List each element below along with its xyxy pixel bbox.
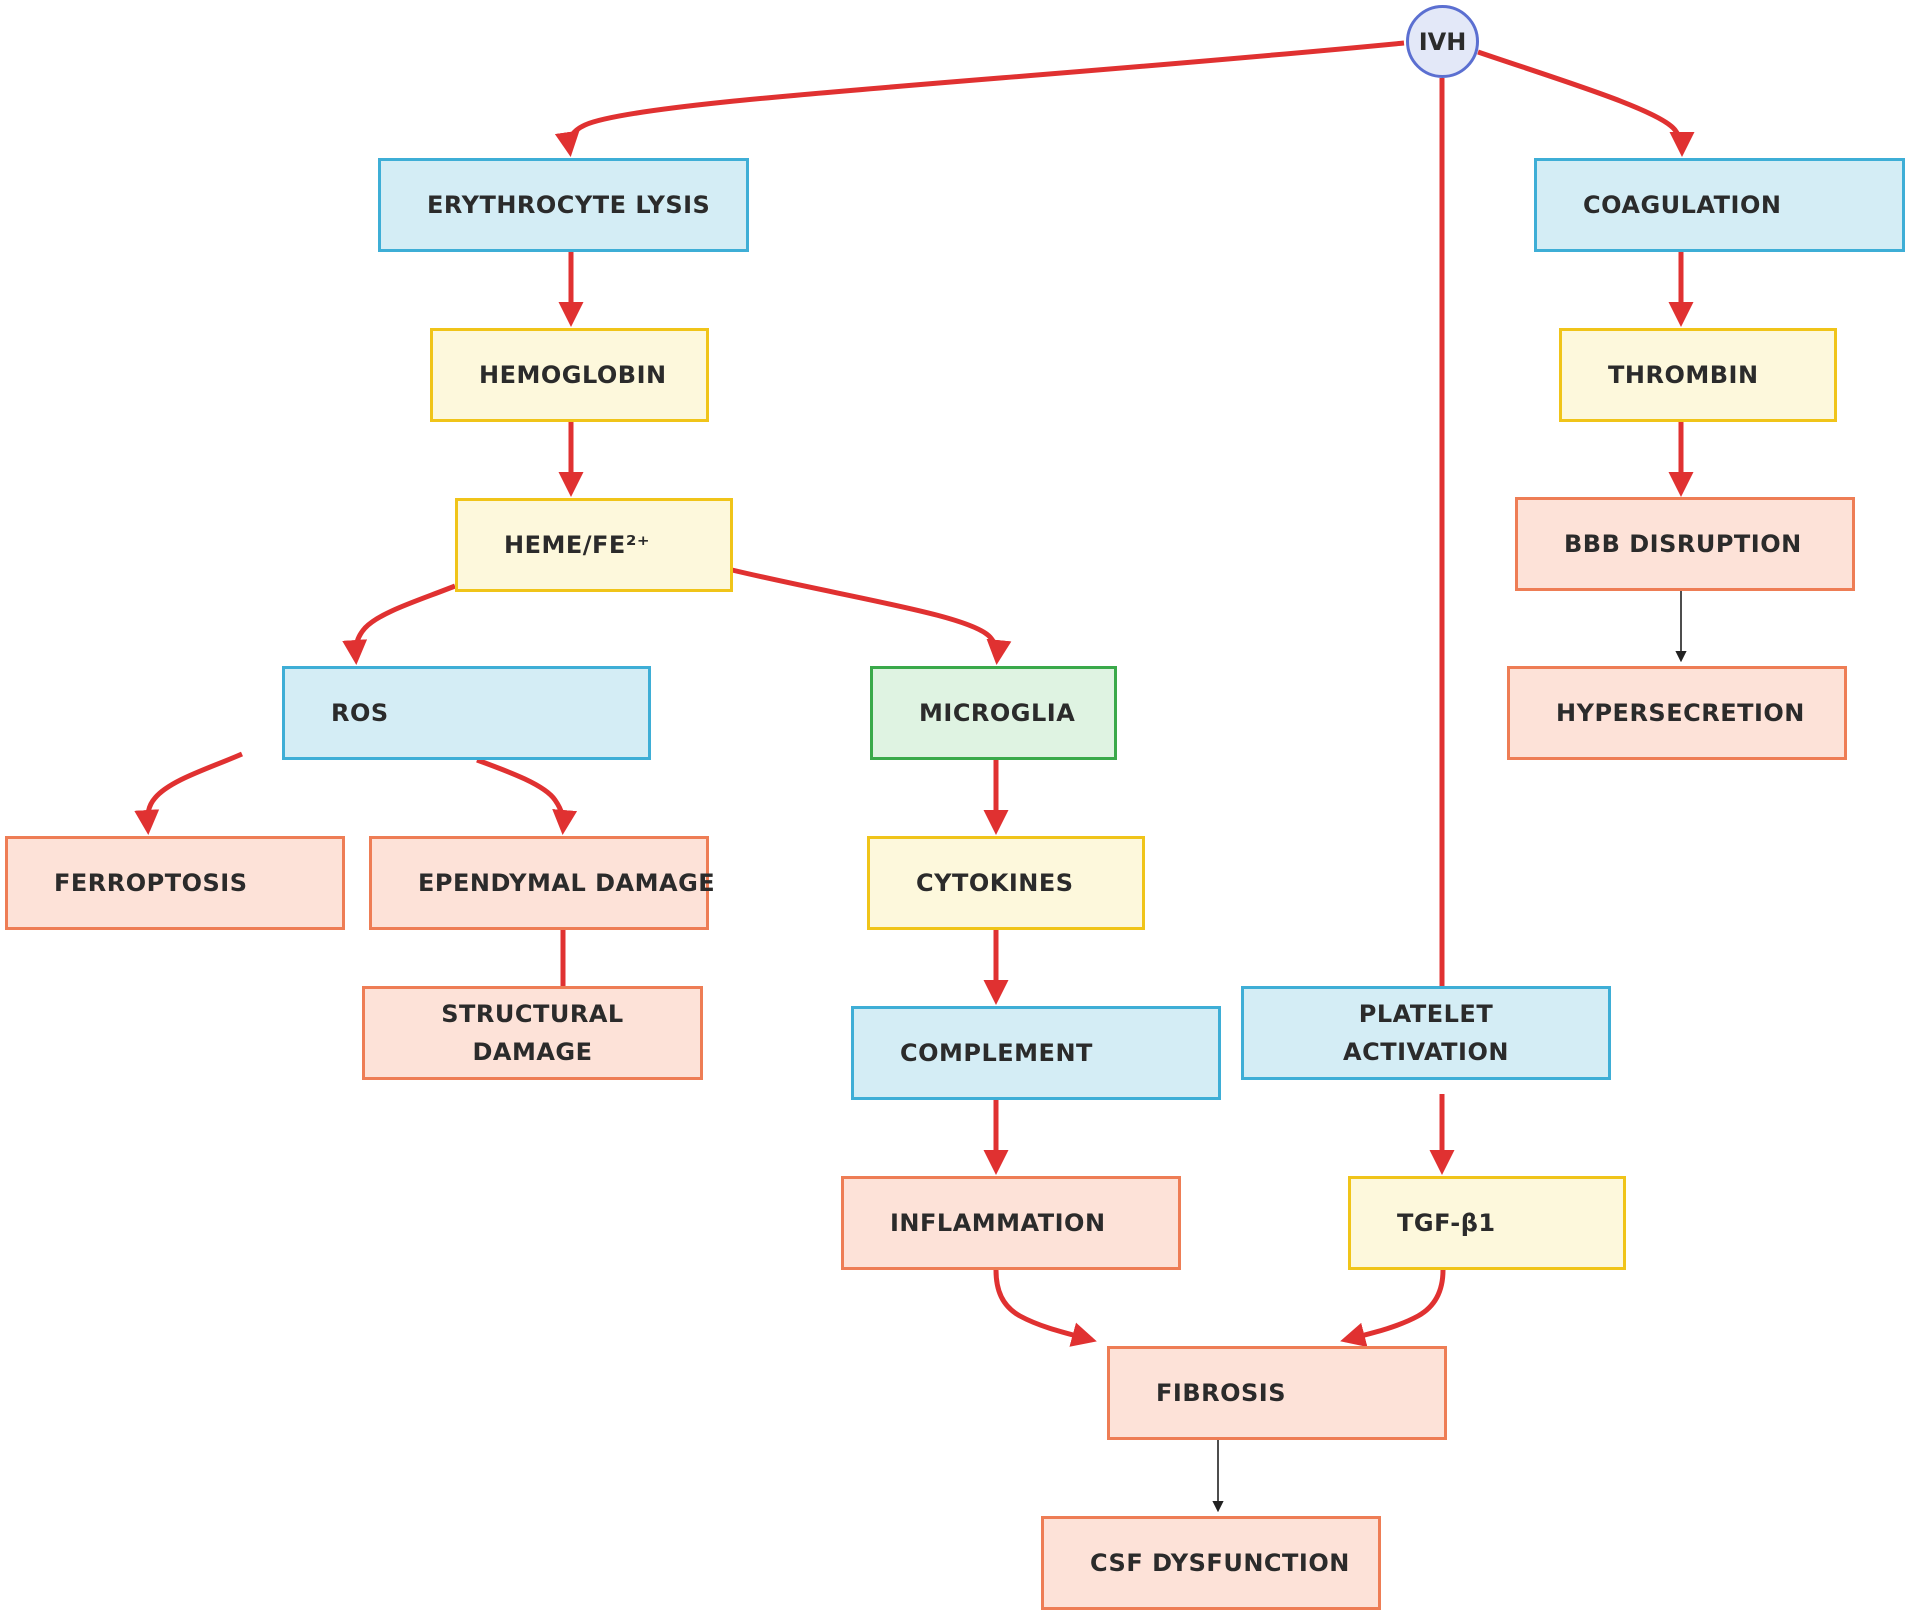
node-inflammation-label: INFLAMMATION: [890, 1209, 1106, 1237]
node-heme-fe-label: HEME/FE²⁺: [504, 531, 650, 559]
node-platelet-activation-label: PLATELET ACTIVATION: [1343, 995, 1509, 1071]
node-coagulation: COAGULATION: [1534, 158, 1905, 252]
node-thrombin: THROMBIN: [1559, 328, 1837, 422]
node-hypersecretion: HYPERSECRETION: [1507, 666, 1847, 760]
node-structural-damage: STRUCTURAL DAMAGE: [362, 986, 703, 1080]
node-tgf-b1-label: TGF-β1: [1397, 1209, 1496, 1237]
node-ivh: IVH: [1406, 5, 1479, 78]
node-structural-damage-label: STRUCTURAL DAMAGE: [441, 995, 623, 1071]
node-ependymal-damage: EPENDYMAL DAMAGE: [369, 836, 715, 930]
edge-inflammation-fibrosis: [993, 1269, 1097, 1347]
node-cytokines-label: CYTOKINES: [916, 869, 1074, 897]
node-fibrosis: FIBROSIS: [1107, 1346, 1447, 1440]
node-inflammation: INFLAMMATION: [841, 1176, 1181, 1270]
node-csf-dysfunction: CSF DYSFUNCTION: [1041, 1516, 1381, 1610]
node-ferroptosis: FERROPTOSIS: [5, 836, 345, 930]
node-platelet-activation: PLATELET ACTIVATION: [1241, 986, 1611, 1080]
edge-heme-microglia: [731, 567, 1012, 665]
node-complement-label: COMPLEMENT: [900, 1039, 1093, 1067]
node-coagulation-label: COAGULATION: [1583, 191, 1782, 219]
node-hypersecretion-label: HYPERSECRETION: [1556, 699, 1805, 727]
node-structural-damage-line1: STRUCTURAL: [441, 1000, 624, 1028]
node-ros: ROS: [282, 666, 651, 760]
edge-tgf-fibrosis: [1340, 1269, 1446, 1348]
node-erythrocyte-lysis: ERYTHROCYTE LYSIS: [378, 158, 749, 252]
node-bbb-disruption-label: BBB DISRUPTION: [1564, 530, 1802, 558]
node-csf-dysfunction-label: CSF DYSFUNCTION: [1090, 1549, 1350, 1577]
node-ros-label: ROS: [331, 699, 389, 727]
node-ependymal-damage-label: EPENDYMAL DAMAGE: [418, 869, 716, 897]
node-cytokines: CYTOKINES: [867, 836, 1145, 930]
node-platelet-activation-line2: ACTIVATION: [1343, 1038, 1509, 1066]
node-tgf-b1: TGF-β1: [1348, 1176, 1626, 1270]
node-microglia: MICROGLIA: [870, 666, 1117, 760]
node-hemoglobin: HEMOGLOBIN: [430, 328, 709, 422]
node-fibrosis-label: FIBROSIS: [1156, 1379, 1286, 1407]
edge-ivh-coagulation: [1477, 49, 1695, 157]
node-bbb-disruption: BBB DISRUPTION: [1515, 497, 1855, 591]
node-heme-fe: HEME/FE²⁺: [455, 498, 733, 592]
edge-ros-ependymal-damage: [476, 757, 578, 835]
node-erythrocyte-lysis-label: ERYTHROCYTE LYSIS: [427, 191, 711, 219]
node-hemoglobin-label: HEMOGLOBIN: [479, 361, 667, 389]
edge-ivh-erythrocyte-lysis: [554, 40, 1405, 157]
node-microglia-label: MICROGLIA: [919, 699, 1076, 727]
node-platelet-activation-line1: PLATELET: [1358, 1000, 1494, 1028]
node-ferroptosis-label: FERROPTOSIS: [54, 869, 248, 897]
edge-heme-ros: [342, 583, 456, 665]
node-complement: COMPLEMENT: [851, 1006, 1221, 1100]
node-structural-damage-line2: DAMAGE: [472, 1038, 593, 1066]
edge-ros-ferroptosis: [134, 751, 244, 835]
node-thrombin-label: THROMBIN: [1608, 361, 1759, 389]
